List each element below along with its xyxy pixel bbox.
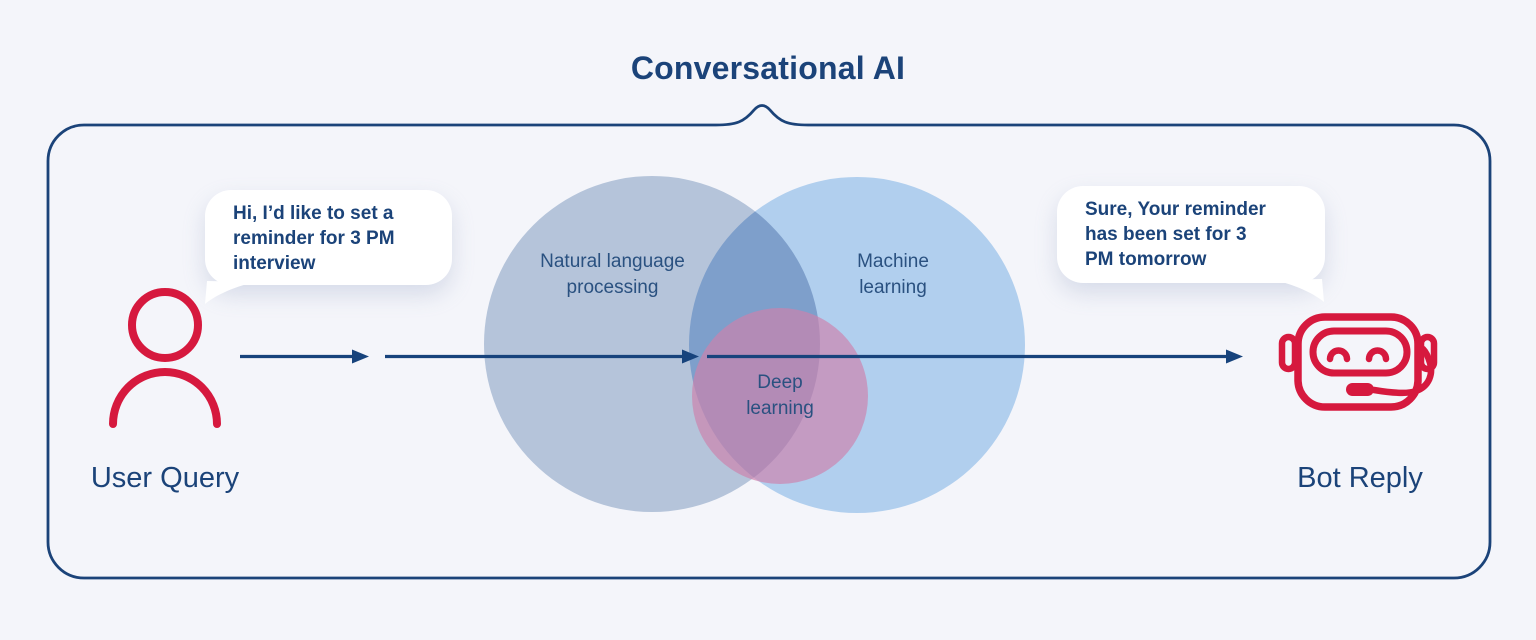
bot-reply-label: Bot Reply xyxy=(1297,462,1423,494)
microphone-icon xyxy=(1346,383,1374,396)
user-query-label: User Query xyxy=(90,462,240,494)
venn-circle-dl xyxy=(692,308,868,484)
headset-boom-icon xyxy=(1370,345,1435,397)
bot-bubble-tail xyxy=(1274,279,1324,302)
robot-eye-icon xyxy=(1326,347,1351,363)
robot-headset-icon xyxy=(1278,313,1438,411)
user-icon xyxy=(109,288,221,428)
page-title: Conversational AI xyxy=(630,50,906,86)
bot-speech-bubble: Sure, Your reminder has been set for 3 P… xyxy=(1057,186,1325,283)
robot-ear-icon xyxy=(1417,333,1438,373)
user-bubble-tail xyxy=(205,281,255,304)
robot-ear-icon xyxy=(1278,333,1299,373)
venn-label-ml: Machine learning xyxy=(857,251,929,298)
venn-label-nlp: Natural language processing xyxy=(540,251,685,298)
user-speech-bubble: Hi, I’d like to set a reminder for 3 PM … xyxy=(205,190,452,285)
venn-label-dl: Deep learning xyxy=(746,372,814,419)
robot-eye-icon xyxy=(1365,347,1390,363)
